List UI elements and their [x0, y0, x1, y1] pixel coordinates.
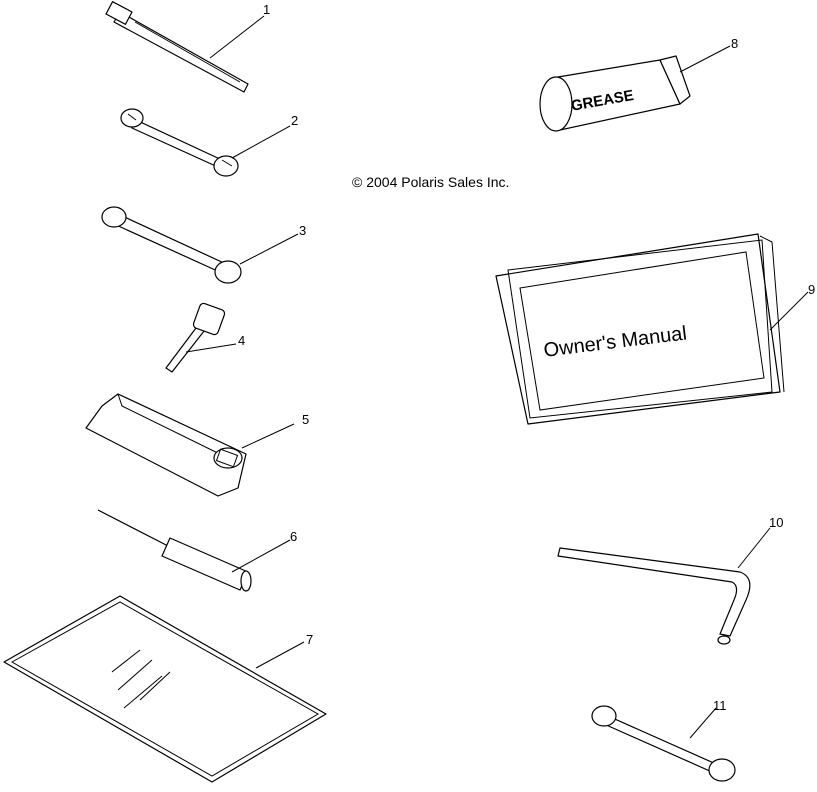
part-11-wrench — [591, 705, 736, 782]
callout-4: 4 — [238, 333, 245, 348]
callout-5: 5 — [302, 412, 309, 427]
copyright-notice: © 2004 Polaris Sales Inc. — [352, 174, 509, 190]
part-4-socket — [165, 302, 226, 373]
leader-lines — [185, 15, 809, 739]
part-8-grease-tube: GREASE — [539, 55, 691, 132]
part-7-document — [3, 595, 327, 783]
part-2-wrench-small — [120, 108, 239, 177]
part-10-hex-key — [557, 547, 751, 645]
part-1-socket-tube — [105, 1, 249, 93]
callout-9: 9 — [808, 282, 815, 297]
callout-6: 6 — [290, 529, 297, 544]
callout-7: 7 — [306, 632, 313, 647]
callout-numbers: 1 2 3 4 5 6 7 8 9 10 11 — [238, 2, 815, 713]
part-3-wrench-large — [101, 206, 242, 284]
callout-2: 2 — [291, 113, 298, 128]
part-9-owners-manual: Owner's Manual — [495, 233, 785, 425]
callout-11: 11 — [713, 698, 727, 713]
part-5-bracket — [85, 393, 247, 497]
callout-10: 10 — [769, 515, 783, 530]
callout-1: 1 — [263, 2, 270, 17]
part-6-screwdriver — [97, 509, 252, 592]
callout-8: 8 — [731, 36, 738, 51]
callout-3: 3 — [299, 223, 306, 238]
